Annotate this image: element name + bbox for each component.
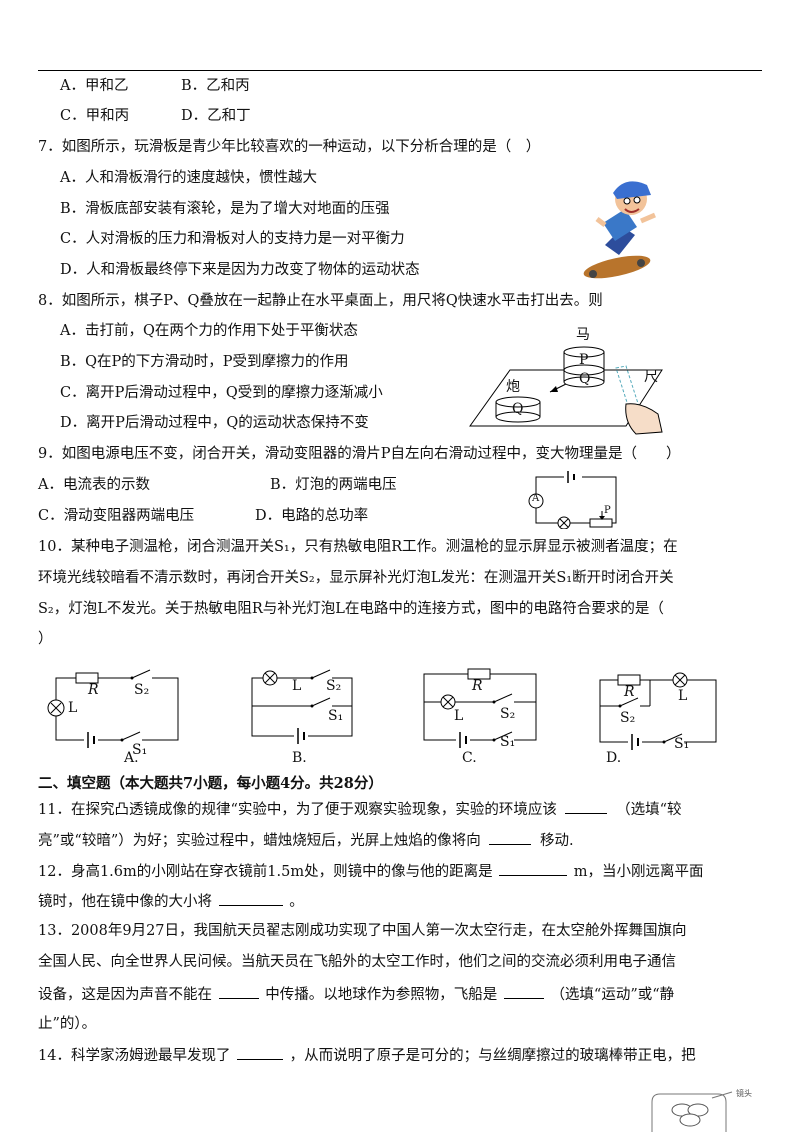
chess-pieces-figure: 马 P Q 炮 Q 尺 (466, 322, 666, 440)
a-s1: S₁ (132, 742, 148, 758)
q11-text-2b: 移动. (539, 833, 574, 849)
c-r: R (472, 678, 483, 694)
d-r: R (624, 684, 635, 700)
q10-line4: ） (38, 631, 53, 647)
q14-line1: 14．科学家汤姆逊最早发现了 ，从而说明了原子是可分的；与丝绸摩擦过的玻璃棒带正… (38, 1045, 696, 1065)
label-chi: 尺 (644, 369, 658, 385)
q13-blank-2[interactable] (503, 984, 544, 999)
section-fill-in-title: 二、填空题（本大题共7小题，每小题4分。共28分） (38, 775, 383, 792)
top-rule (38, 70, 762, 71)
q12-text-1a: 12．身高1.6m的小刚站在穿衣镜前1.5m处，则镜中的像与他的距离是 (38, 864, 493, 880)
q13-text-3b: 中传播。以地球作为参照物，飞船是 (265, 987, 498, 1003)
c-s1: S₁ (500, 734, 516, 750)
q12-line2: 镜时，他在镜中像的大小将 。 (38, 891, 304, 911)
c-l: L (454, 708, 464, 724)
c-s2: S₂ (500, 706, 516, 722)
q8-option-c: C．离开P后滑动过程中，Q受到的摩擦力逐渐减小 (60, 385, 383, 401)
q8-option-a: A．击打前，Q在两个力的作用下处于平衡状态 (60, 323, 358, 339)
q14-text-1a: 14．科学家汤姆逊最早发现了 (38, 1048, 231, 1064)
q6-option-d: D．乙和丁 (181, 108, 251, 124)
q11-text-1a: 11．在探究凸透镜成像的规律“实验中，为了便于观察实验现象，实验的环境应该 (38, 802, 557, 818)
c-option-label: C. (462, 750, 477, 766)
q14-blank-1[interactable] (237, 1045, 284, 1060)
q11-line2: 亮”或“较暗”）为好；实验过程中，蜡烛烧短后，光屏上烛焰的像将向 移动. (38, 830, 574, 850)
q11-blank-1[interactable] (565, 799, 608, 814)
slider-label: P (604, 505, 611, 516)
q9-option-c: C．滑动变阻器两端电压 (38, 508, 195, 524)
a-l: L (68, 700, 78, 716)
q12-text-2a: 镜时，他在镜中像的大小将 (38, 894, 212, 910)
q12-text-1b: m，当小刚远离平面 (573, 864, 704, 880)
q7-option-b: B．滑板底部安装有滚轮，是为了增大对地面的压强 (60, 201, 390, 217)
a-option-label: A. (124, 750, 139, 766)
q13-text-3c: （选填“运动”或“静 (550, 987, 675, 1003)
q9-option-a: A．电流表的示数 (38, 477, 150, 493)
q10-line3: S₂，灯泡L不发光。关于热敏电阻R与补光灯泡L在电路中的连接方式，图中的电路符合… (38, 601, 664, 617)
ammeter-label: A (532, 493, 540, 504)
q12-blank-1[interactable] (499, 861, 568, 876)
q9-option-b: B．灯泡的两端电压 (270, 477, 397, 493)
label-q-moved: Q (512, 401, 524, 417)
q11-blank-2[interactable] (489, 830, 532, 845)
q8-stem: 8．如图所示，棋子P、Q叠放在一起静止在水平桌面上，用尺将Q快速水平击打出去。则 (38, 293, 603, 309)
q12-text-2b: 。 (289, 894, 304, 910)
label-ma: 马 (576, 327, 590, 343)
q11-text-1b: （选填“较 (616, 802, 682, 818)
q6-option-a: A．甲和乙 (60, 78, 129, 94)
q12-line1: 12．身高1.6m的小刚站在穿衣镜前1.5m处，则镜中的像与他的距离是 m，当小… (38, 861, 704, 881)
a-s2: S₂ (134, 682, 150, 698)
q12-blank-2[interactable] (218, 891, 283, 906)
b-s1: S₁ (328, 708, 344, 724)
q13-line3: 设备，这是因为声音不能在 中传播。以地球作为参照物，飞船是 （选填“运动”或“静 (38, 984, 674, 1004)
b-l: L (292, 678, 302, 694)
q8-option-d: D．离开P后滑动过程中，Q的运动状态保持不变 (60, 415, 369, 431)
projector-figure-partial: 镜头 (648, 1088, 758, 1132)
label-pao: 炮 (506, 379, 520, 395)
q13-line1: 13．2008年9月27日，我国航天员翟志刚成功实现了中国人第一次太空行走，在太… (38, 923, 687, 939)
skateboarder-illustration (575, 175, 667, 280)
circuit-option-c: R L S₂ S₁ C. (412, 664, 547, 768)
q13-blank-1[interactable] (218, 984, 259, 999)
q7-option-c: C．人对滑板的压力和滑板对人的支持力是一对平衡力 (60, 231, 405, 247)
q13-line4: 止”的）。 (38, 1016, 97, 1032)
label-q: Q (579, 371, 591, 387)
d-s2: S₂ (620, 710, 636, 726)
label-p: P (579, 352, 589, 368)
q11-text-2a: 亮”或“较暗”）为好；实验过程中，蜡烛烧短后，光屏上烛焰的像将向 (38, 833, 481, 849)
q13-text-3a: 设备，这是因为声音不能在 (38, 987, 212, 1003)
q8-option-b: B．Q在P的下方滑动时，P受到摩擦力的作用 (60, 354, 349, 370)
q9-circuit: A P (524, 467, 624, 529)
q10-line1: 10．某种电子测温枪，闭合测温开关S₁，只有热敏电阻R工作。测温枪的显示屏显示被… (38, 539, 678, 555)
q7-stem: 7．如图所示，玩滑板是青少年比较喜欢的一种运动，以下分析合理的是（ ） (38, 139, 541, 155)
q10-line2: 环境光线较暗看不清示数时，再闭合开关S₂，显示屏补光灯泡L发光：在测温开关S₁断… (38, 570, 674, 586)
d-l: L (678, 688, 688, 704)
q13-line2: 全国人民、向全世界人民问候。当航天员在飞船外的太空工作时，他们之间的交流必须利用… (38, 954, 676, 970)
lens-label: 镜头 (736, 1089, 752, 1098)
q11-line1: 11．在探究凸透镜成像的规律“实验中，为了便于观察实验现象，实验的环境应该 （选… (38, 799, 682, 819)
d-s1: S₁ (674, 736, 690, 752)
b-s2: S₂ (326, 678, 342, 694)
a-r: R (88, 682, 99, 698)
circuit-option-a: R S₂ L S₁ A. (40, 664, 190, 768)
d-option-label: D. (606, 750, 622, 766)
q9-stem: 9．如图电源电压不变，闭合开关，滑动变阻器的滑片P自左向右滑动过程中，变大物理量… (38, 446, 681, 462)
b-option-label: B. (292, 750, 307, 766)
q14-text-1b: ，从而说明了原子是可分的；与丝绸摩擦过的玻璃棒带正电，把 (289, 1048, 696, 1064)
circuit-option-b: L S₂ S₁ B. (240, 664, 370, 768)
q7-option-a: A．人和滑板滑行的速度越快，惯性越大 (60, 170, 317, 186)
q6-option-b: B．乙和丙 (181, 78, 250, 94)
q6-option-c: C．甲和丙 (60, 108, 130, 124)
circuit-option-d: R L S₂ S₁ D. (590, 664, 730, 768)
q7-option-d: D．人和滑板最终停下来是因为力改变了物体的运动状态 (60, 262, 420, 278)
q9-option-d: D．电路的总功率 (255, 508, 369, 524)
